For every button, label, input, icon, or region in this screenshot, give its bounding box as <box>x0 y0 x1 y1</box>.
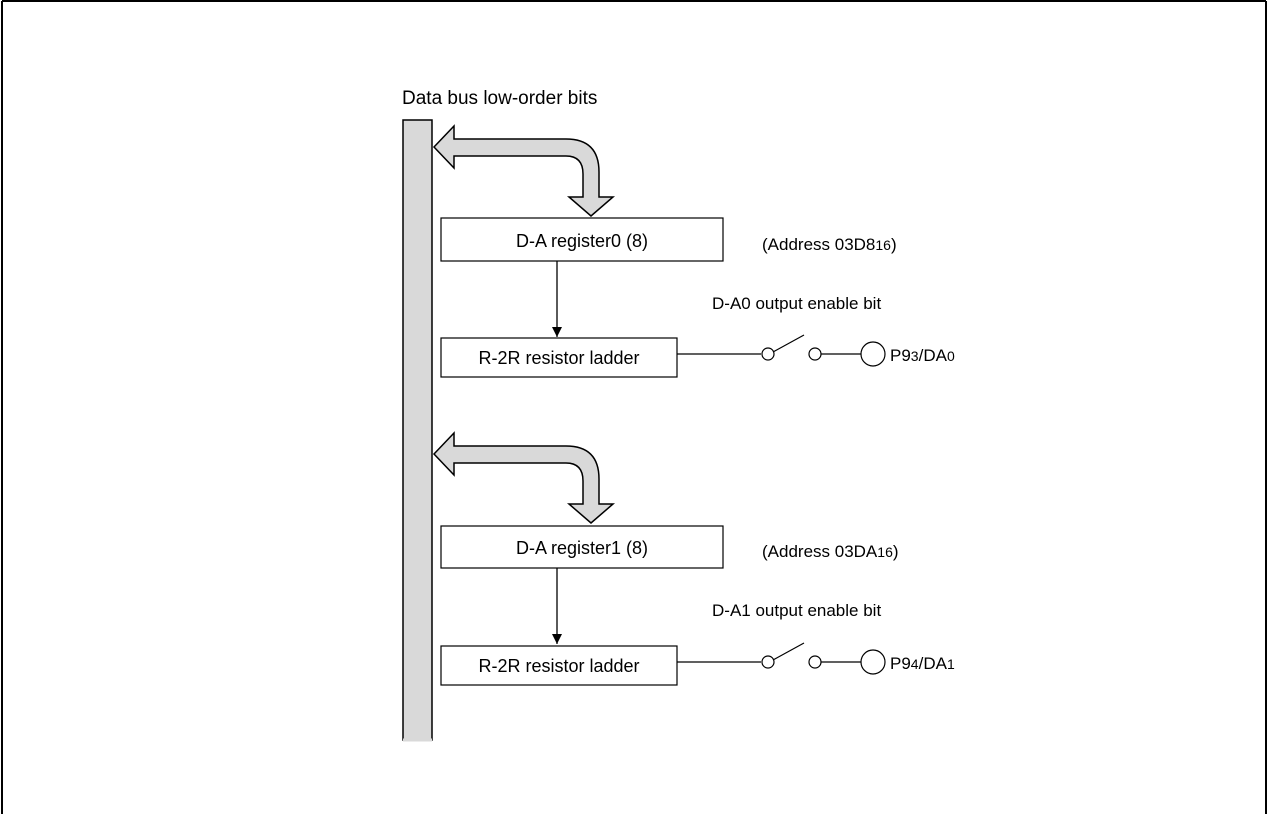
r2r-ladder-0-label: R-2R resistor ladder <box>478 348 639 368</box>
da-register-1-box <box>440 525 724 569</box>
channel-0: D-A register0 (8) (Address 03D816) D-A0 … <box>432 124 955 378</box>
output-enable-0-label: D-A0 output enable bit <box>712 294 881 313</box>
pin-terminal-0 <box>860 341 886 367</box>
da-register-1-label: D-A register1 (8) <box>516 538 648 558</box>
output-switch-0 <box>677 334 861 361</box>
r2r-ladder-0-box <box>440 337 678 378</box>
r2r-ladder-1-label: R-2R resistor ladder <box>478 656 639 676</box>
data-bus <box>402 119 433 741</box>
data-bus-label: Data bus low-order bits <box>402 88 597 109</box>
output-switch-1 <box>677 642 861 669</box>
bus-transfer-arrow-1 <box>432 431 616 524</box>
pin-terminal-1 <box>860 649 886 675</box>
address-0-label: (Address 03D816) <box>762 235 897 254</box>
pin-1-label: P94/DA1 <box>890 654 955 673</box>
output-enable-1-label: D-A1 output enable bit <box>712 601 881 620</box>
da-register-0-box <box>440 217 724 262</box>
address-1-label: (Address 03DA16) <box>762 542 899 561</box>
pin-0-label: P93/DA0 <box>890 346 955 365</box>
bus-transfer-arrow-0 <box>432 124 616 217</box>
r2r-ladder-1-box <box>440 645 678 686</box>
channel-1: D-A register1 (8) (Address 03DA16) D-A1 … <box>432 431 955 686</box>
da-register-0-label: D-A register0 (8) <box>516 231 648 251</box>
